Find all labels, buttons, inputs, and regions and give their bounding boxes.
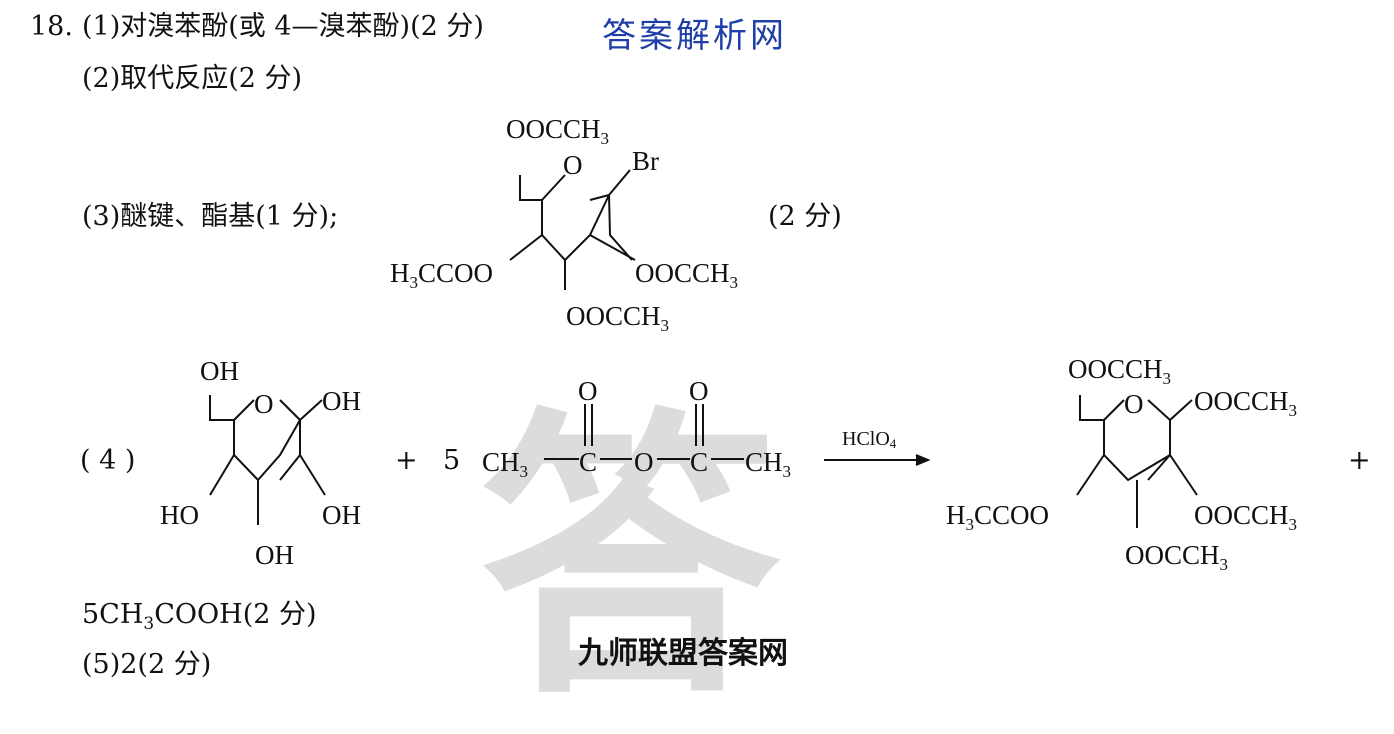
ring-bond-o-left bbox=[1103, 399, 1125, 421]
footer-brand: 九师联盟答案网 bbox=[578, 636, 788, 671]
ring-bond-right bbox=[608, 194, 633, 261]
label-oocch3-right: OOCCH3 bbox=[1194, 500, 1297, 534]
ring-bond-left bbox=[541, 194, 610, 262]
structure-acetic-anhydride: CH3 C O O C O CH3 bbox=[482, 376, 791, 481]
label-oh-bottom: OH bbox=[255, 540, 294, 570]
ring-bond-right bbox=[1147, 454, 1171, 481]
ring-bond-o-left bbox=[233, 399, 255, 421]
answer-part4-byproduct: 5CH3COOH(2 分) bbox=[82, 599, 317, 634]
label-o-left: O bbox=[578, 376, 598, 406]
plus-sign: + bbox=[395, 445, 418, 476]
label-ring-o: O bbox=[254, 389, 274, 419]
question-number: 18. bbox=[30, 11, 73, 42]
bond bbox=[1079, 395, 1104, 421]
bond bbox=[209, 395, 234, 421]
ring-bond bbox=[233, 419, 301, 482]
catalyst-label: HClO4 bbox=[842, 428, 897, 451]
brand-title: 答案解析网 bbox=[602, 16, 787, 56]
label-oocch3-bottom: OOCCH3 bbox=[1125, 540, 1228, 574]
label-oocch3-bottom: OOCCH3 bbox=[566, 301, 669, 335]
ring-bond-o-left bbox=[541, 174, 566, 201]
structure-product: OOCCH3 O OOCCH3 H3CCOO OOCCH3 OOCCH3 bbox=[946, 354, 1297, 574]
label-oocch3-top: OOCCH3 bbox=[1068, 354, 1171, 388]
label-ring-o: O bbox=[563, 150, 583, 180]
ring-bond-o-right bbox=[279, 399, 301, 421]
label-c-left: C bbox=[579, 447, 597, 477]
br-bond bbox=[608, 169, 631, 196]
oac-bond-right bbox=[589, 234, 636, 261]
label-o-right: O bbox=[689, 376, 709, 406]
label-h3ccoo: H3CCOO bbox=[946, 500, 1049, 534]
ring-bond bbox=[1103, 420, 1171, 482]
answer-part5: (5)2(2 分) bbox=[82, 649, 212, 680]
label-oh-top: OH bbox=[200, 356, 239, 386]
answer-part2: (2)取代反应(2 分) bbox=[82, 63, 303, 94]
label-o-bridge: O bbox=[634, 447, 654, 477]
answer-part3-label: (3)醚键、酯基(1 分); bbox=[82, 201, 339, 232]
label-oh-right-top: OH bbox=[322, 386, 361, 416]
oh-bond-right bbox=[299, 454, 326, 496]
answer-part4-label: ( 4 ) bbox=[80, 445, 136, 476]
oac-bond-left bbox=[1076, 454, 1105, 496]
label-br: Br bbox=[632, 146, 659, 176]
oac-bond-top-right bbox=[1169, 399, 1193, 421]
coefficient-5: 5 bbox=[443, 445, 461, 476]
reaction-arrow bbox=[824, 454, 931, 466]
oac-bond-right bbox=[1169, 454, 1198, 496]
label-oh-right: OH bbox=[322, 500, 361, 530]
ring-bond-o-right bbox=[1147, 399, 1171, 421]
label-oocch3-top: OOCCH3 bbox=[506, 114, 609, 148]
label-ring-o: O bbox=[1124, 389, 1144, 419]
bond bbox=[519, 175, 542, 201]
label-ch3-right: CH3 bbox=[745, 447, 791, 481]
answer-part1: (1)对溴苯酚(或 4—溴苯酚)(2 分) bbox=[82, 11, 484, 42]
structure-part3: OOCCH3 O Br H3CCOO OOCCH3 OOCCH3 bbox=[390, 114, 738, 335]
label-c-right: C bbox=[690, 447, 708, 477]
label-h3ccoo: H3CCOO bbox=[390, 258, 493, 292]
structure-glucose: OH O OH HO OH OH bbox=[160, 356, 361, 570]
ho-bond bbox=[209, 454, 235, 496]
answer-part3-score: (2 分) bbox=[768, 201, 842, 232]
oac-bond-left bbox=[509, 234, 543, 261]
oh-bond-top bbox=[299, 399, 323, 421]
label-oocch3-right: OOCCH3 bbox=[635, 258, 738, 292]
label-ch3-left: CH3 bbox=[482, 447, 528, 481]
label-oocch3-top-right: OOCCH3 bbox=[1194, 386, 1297, 420]
ring-bond-o bbox=[589, 194, 610, 201]
plus-sign-end: + bbox=[1348, 445, 1371, 476]
label-ho: HO bbox=[160, 500, 199, 530]
